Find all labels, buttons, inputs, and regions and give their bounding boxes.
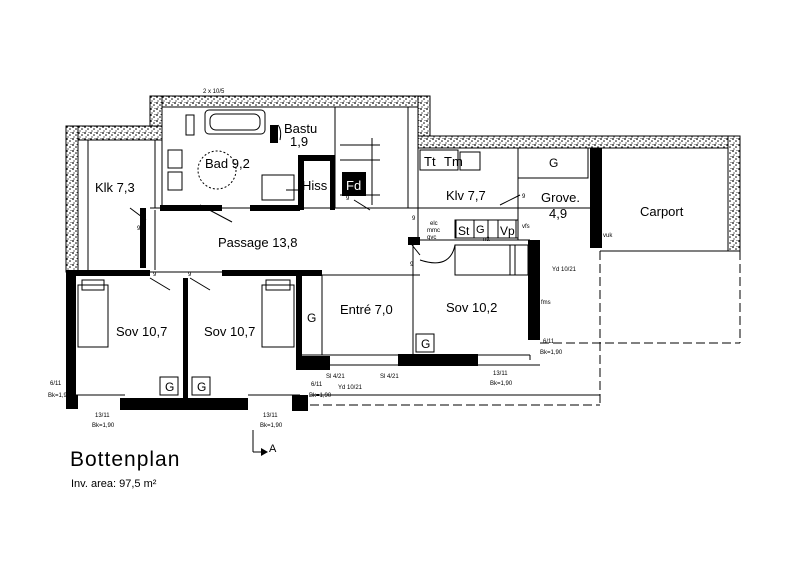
fixture-vuk: vuk bbox=[603, 233, 613, 239]
annotation-6-11-left: 6/11 bbox=[50, 381, 62, 387]
door-swings bbox=[129, 124, 521, 291]
annotation-13-11-left-bk: Bk=1,90 bbox=[92, 423, 115, 429]
door-marker-3: 9 bbox=[188, 272, 192, 278]
annotation-si-b: Sl 4/21 bbox=[380, 374, 399, 380]
annotation-6-11-right-bk: Bk=1,90 bbox=[540, 350, 563, 356]
carport-outline bbox=[310, 251, 741, 406]
room-sov2-label: Sov 10,7 bbox=[204, 324, 255, 339]
fixture-vp: Vp bbox=[500, 224, 515, 238]
annotation-13-11-mid-bk: Bk=1,90 bbox=[260, 423, 283, 429]
room-fd-label: Fd bbox=[346, 178, 361, 193]
room-grove-label: Grove. bbox=[541, 190, 580, 205]
annotation-6-11-mid-bk: Bk=1,90 bbox=[309, 393, 332, 399]
section-mark-label: A bbox=[269, 443, 277, 455]
annotation-6-11-mid: 6/11 bbox=[311, 382, 323, 388]
heavy-walls bbox=[66, 125, 602, 411]
door-marker-1: 9 bbox=[137, 226, 141, 232]
room-klk-label: Klk 7,3 bbox=[95, 180, 135, 195]
fixture-vfs: vfs bbox=[522, 224, 530, 230]
door-marker-6: 9 bbox=[522, 194, 526, 200]
room-bastu-area: 1,9 bbox=[290, 134, 308, 149]
door-marker-5: 9 bbox=[410, 262, 414, 268]
room-sov1-label: Sov 10,7 bbox=[116, 324, 167, 339]
fixture-mmc: mmc bbox=[427, 228, 440, 234]
room-bad-label: Bad 9,2 bbox=[205, 156, 250, 171]
fixture-g-klv: G bbox=[476, 224, 485, 236]
room-klv-label: Klv 7,7 bbox=[446, 188, 486, 203]
fixture-g-grove: G bbox=[549, 156, 558, 170]
fixture-ntt: ntt bbox=[483, 237, 490, 243]
fixture-gvc: gvc bbox=[427, 235, 436, 241]
annotation-6-11-left-bk: Bk=1,90 bbox=[48, 393, 71, 399]
exterior-walls bbox=[65, 95, 741, 273]
door-marker-2: 9 bbox=[153, 272, 157, 278]
annotation-window-top: 2 x 10/5 bbox=[203, 89, 225, 95]
room-grove-area: 4,9 bbox=[549, 206, 567, 221]
annotation-13-11-right: 13/11 bbox=[493, 371, 508, 377]
room-tt-label: Tt bbox=[424, 154, 436, 169]
room-passage-label: Passage 13,8 bbox=[218, 235, 298, 250]
door-marker-7: 9 bbox=[346, 196, 350, 202]
room-hiss-label: Hiss bbox=[302, 178, 328, 193]
annotation-yd-bottom: Yd 10/21 bbox=[338, 385, 363, 391]
annotation-yd-right: Yd 10/21 bbox=[552, 267, 577, 273]
annotation-13-11-left: 13/11 bbox=[95, 413, 110, 419]
door-marker-4: 9 bbox=[412, 216, 416, 222]
room-entre-label: Entré 7,0 bbox=[340, 302, 393, 317]
annotation-si-a: Sl 4/21 bbox=[326, 374, 345, 380]
annotation-13-11-mid: 13/11 bbox=[263, 413, 278, 419]
section-marker bbox=[252, 430, 268, 456]
fixture-g-entre: G bbox=[307, 311, 316, 325]
fixture-elc: elc bbox=[430, 221, 438, 227]
room-carport-label: Carport bbox=[640, 204, 684, 219]
plan-title: Bottenplan bbox=[70, 448, 181, 471]
plan-area: Inv. area: 97,5 m² bbox=[71, 478, 157, 490]
room-tm-label: Tm bbox=[444, 154, 463, 169]
annotation-13-11-right-bk: Bk=1,90 bbox=[490, 381, 513, 387]
fixture-g-sov2: G bbox=[197, 380, 206, 394]
annotation-6-11-right: 6/11 bbox=[543, 339, 555, 345]
fixture-g-sov1: G bbox=[165, 380, 174, 394]
fixture-g-sov3: G bbox=[421, 337, 430, 351]
room-sov3-label: Sov 10,2 bbox=[446, 300, 497, 315]
fixture-st: St bbox=[458, 224, 470, 238]
room-outlines bbox=[66, 106, 740, 396]
room-bastu-label: Bastu bbox=[284, 121, 317, 136]
fixture-fms: fms bbox=[541, 300, 551, 306]
